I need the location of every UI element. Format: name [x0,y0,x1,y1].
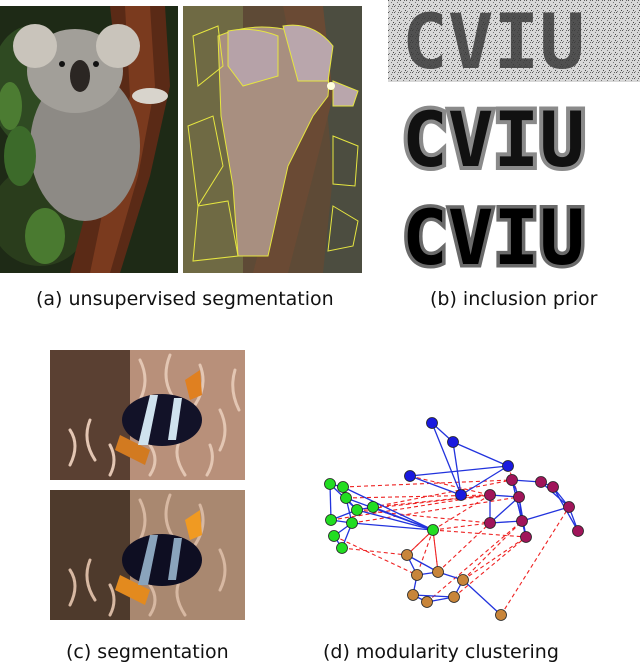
koala-segmentation [183,6,362,273]
intra-cluster-edge [460,465,509,496]
intra-cluster-edge [329,483,332,521]
inter-cluster-edge [333,535,418,576]
graph-node-green [427,524,439,536]
intra-cluster-edge [431,422,462,496]
inter-cluster-edge [432,522,491,531]
inter-cluster-edge [453,536,527,598]
graph-node-green [351,504,363,516]
inter-cluster-edge [356,509,491,524]
intra-cluster-edge [489,496,520,524]
intra-cluster-edge [540,481,570,508]
inter-cluster-edge [351,496,520,524]
inter-cluster-edge [406,529,434,556]
graph-node-orange [448,591,460,603]
graph-node-orange [401,549,413,561]
graph-node-orange [411,569,423,581]
graph-node-green [367,501,379,513]
graph-node-magenta [547,481,559,493]
inter-cluster-edge [342,479,513,488]
graph-node-magenta [506,474,518,486]
clownfish-photo [50,350,245,480]
graph-node-green [340,492,352,504]
intra-cluster-edge [372,506,434,531]
caption-a: (a) unsupervised segmentation [36,288,334,310]
intra-cluster-edge [452,441,462,496]
inter-cluster-edge [432,529,439,573]
caption-c: (c) segmentation [66,641,229,663]
modularity-graph [316,410,596,625]
graph-node-green [325,514,337,526]
graph-node-magenta [484,489,496,501]
cviu-noisy: CVIU [388,0,640,82]
intra-cluster-edge [452,441,509,467]
intra-cluster-edge [462,579,502,616]
intra-cluster-edge [356,509,434,531]
inter-cluster-edge [437,522,491,573]
intra-cluster-edge [521,506,570,522]
inter-cluster-edge [406,529,434,556]
caption-b: (b) inclusion prior [430,288,598,310]
graph-node-orange [457,574,469,586]
intra-cluster-edge [342,486,434,531]
inter-cluster-edge [416,529,434,576]
graph-node-orange [421,596,433,608]
graph-node-magenta [572,525,584,537]
intra-cluster-edge [409,475,462,496]
cviu-clean-text: CVIU [402,196,586,278]
graph-node-blue [404,470,416,482]
graph-node-blue [426,417,438,429]
graph-node-green [324,478,336,490]
inter-cluster-edge [356,494,491,511]
koala-photo [0,6,178,273]
graph-node-blue [502,460,514,472]
cviu-gray-text: CVIU [402,98,586,180]
caption-d: (d) modularity clustering [323,641,559,663]
cviu-gray: CVIU CVIU [388,98,640,180]
inter-cluster-edge [500,506,570,616]
inter-cluster-edge [462,520,523,581]
graph-node-magenta [520,531,532,543]
intra-cluster-edge [412,594,455,598]
graph-node-orange [432,566,444,578]
graph-node-magenta [535,476,547,488]
graph-node-orange [495,609,507,621]
intra-cluster-edge [511,479,527,538]
graph-node-green [336,542,348,554]
graph-node-green [328,530,340,542]
intra-cluster-edge [351,522,434,531]
inter-cluster-edge [462,536,527,581]
graph-node-orange [407,589,419,601]
cviu-clean-outline: CVIU [398,196,588,278]
graph-node-green [346,517,358,529]
graph-node-magenta [484,517,496,529]
cviu-clean: CVIU CVIU [388,196,640,278]
inter-cluster-edge [341,547,408,556]
graph-node-magenta [513,491,525,503]
graph-node-blue [455,489,467,501]
graph-node-magenta [563,501,575,513]
inter-cluster-edge [432,529,527,538]
inter-cluster-edge [372,479,513,508]
cviu-noisy-text: CVIU [402,0,586,82]
graph-node-blue [447,436,459,448]
clownfish-segmentation [50,490,245,620]
graph-svg [324,417,584,621]
graph-node-magenta [516,515,528,527]
cviu-gray-outline: CVIU [398,98,589,180]
intra-cluster-edge [409,465,509,477]
graph-node-green [337,481,349,493]
